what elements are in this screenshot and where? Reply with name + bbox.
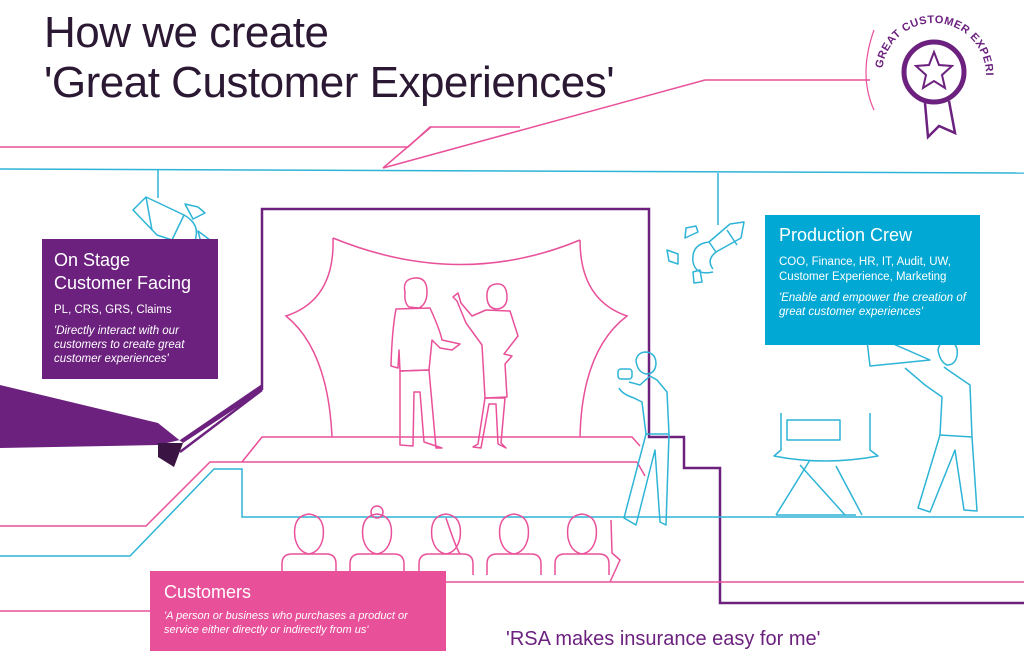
production-crew-card: Production Crew COO, Finance, HR, IT, Au… bbox=[765, 215, 980, 345]
spotlight-right-icon bbox=[666, 221, 745, 284]
cyan-floor-line bbox=[0, 468, 1024, 557]
on-stage-card: On Stage Customer Facing PL, CRS, GRS, C… bbox=[42, 239, 218, 379]
page-title: How we create 'Great Customer Experience… bbox=[44, 8, 615, 108]
audience-member bbox=[554, 513, 610, 575]
audience-member bbox=[486, 513, 542, 575]
great-customer-experience-badge: GREAT CUSTOMER EXPERIENCE bbox=[860, 0, 995, 140]
director-megaphone bbox=[865, 331, 978, 513]
audience bbox=[281, 505, 610, 575]
stage-floor bbox=[0, 436, 646, 527]
title-line-2: 'Great Customer Experiences' bbox=[44, 58, 615, 107]
audience-member bbox=[281, 513, 337, 575]
audience-member bbox=[349, 505, 405, 575]
badge-ring bbox=[901, 39, 967, 105]
pink-audience-line bbox=[0, 519, 1024, 612]
actor-man bbox=[390, 277, 461, 449]
cyan-guide-line-top bbox=[0, 168, 1024, 225]
on-stage-heading-1: On Stage bbox=[54, 250, 131, 270]
customers-card: Customers 'A person or business who purc… bbox=[150, 571, 446, 651]
production-crew-members: COO, Finance, HR, IT, Audit, UW, Custome… bbox=[779, 256, 951, 283]
stage-frame bbox=[179, 207, 1024, 605]
audience-member bbox=[418, 513, 474, 575]
customers-quote: 'A person or business who purchases a pr… bbox=[164, 610, 408, 636]
tagline: 'RSA makes insurance easy for me' bbox=[506, 628, 821, 650]
star-icon bbox=[913, 49, 955, 91]
ribbon-icon bbox=[923, 100, 957, 140]
director-chair bbox=[773, 413, 879, 516]
camera-operator bbox=[617, 351, 670, 526]
actor-woman bbox=[452, 283, 519, 449]
on-stage-heading-2: Customer Facing bbox=[54, 273, 192, 293]
production-crew-quote: 'Enable and empower the creation of grea… bbox=[779, 292, 966, 318]
spotlight-beam bbox=[0, 384, 262, 467]
title-line-1: How we create bbox=[44, 8, 329, 57]
pink-guide-line-top bbox=[0, 79, 870, 169]
production-crew-heading: Production Crew bbox=[779, 225, 913, 245]
customers-heading: Customers bbox=[164, 582, 252, 602]
curtain bbox=[284, 237, 629, 438]
on-stage-members: PL, CRS, GRS, Claims bbox=[54, 304, 172, 316]
on-stage-quote: 'Directly interact with our customers to… bbox=[54, 325, 185, 365]
